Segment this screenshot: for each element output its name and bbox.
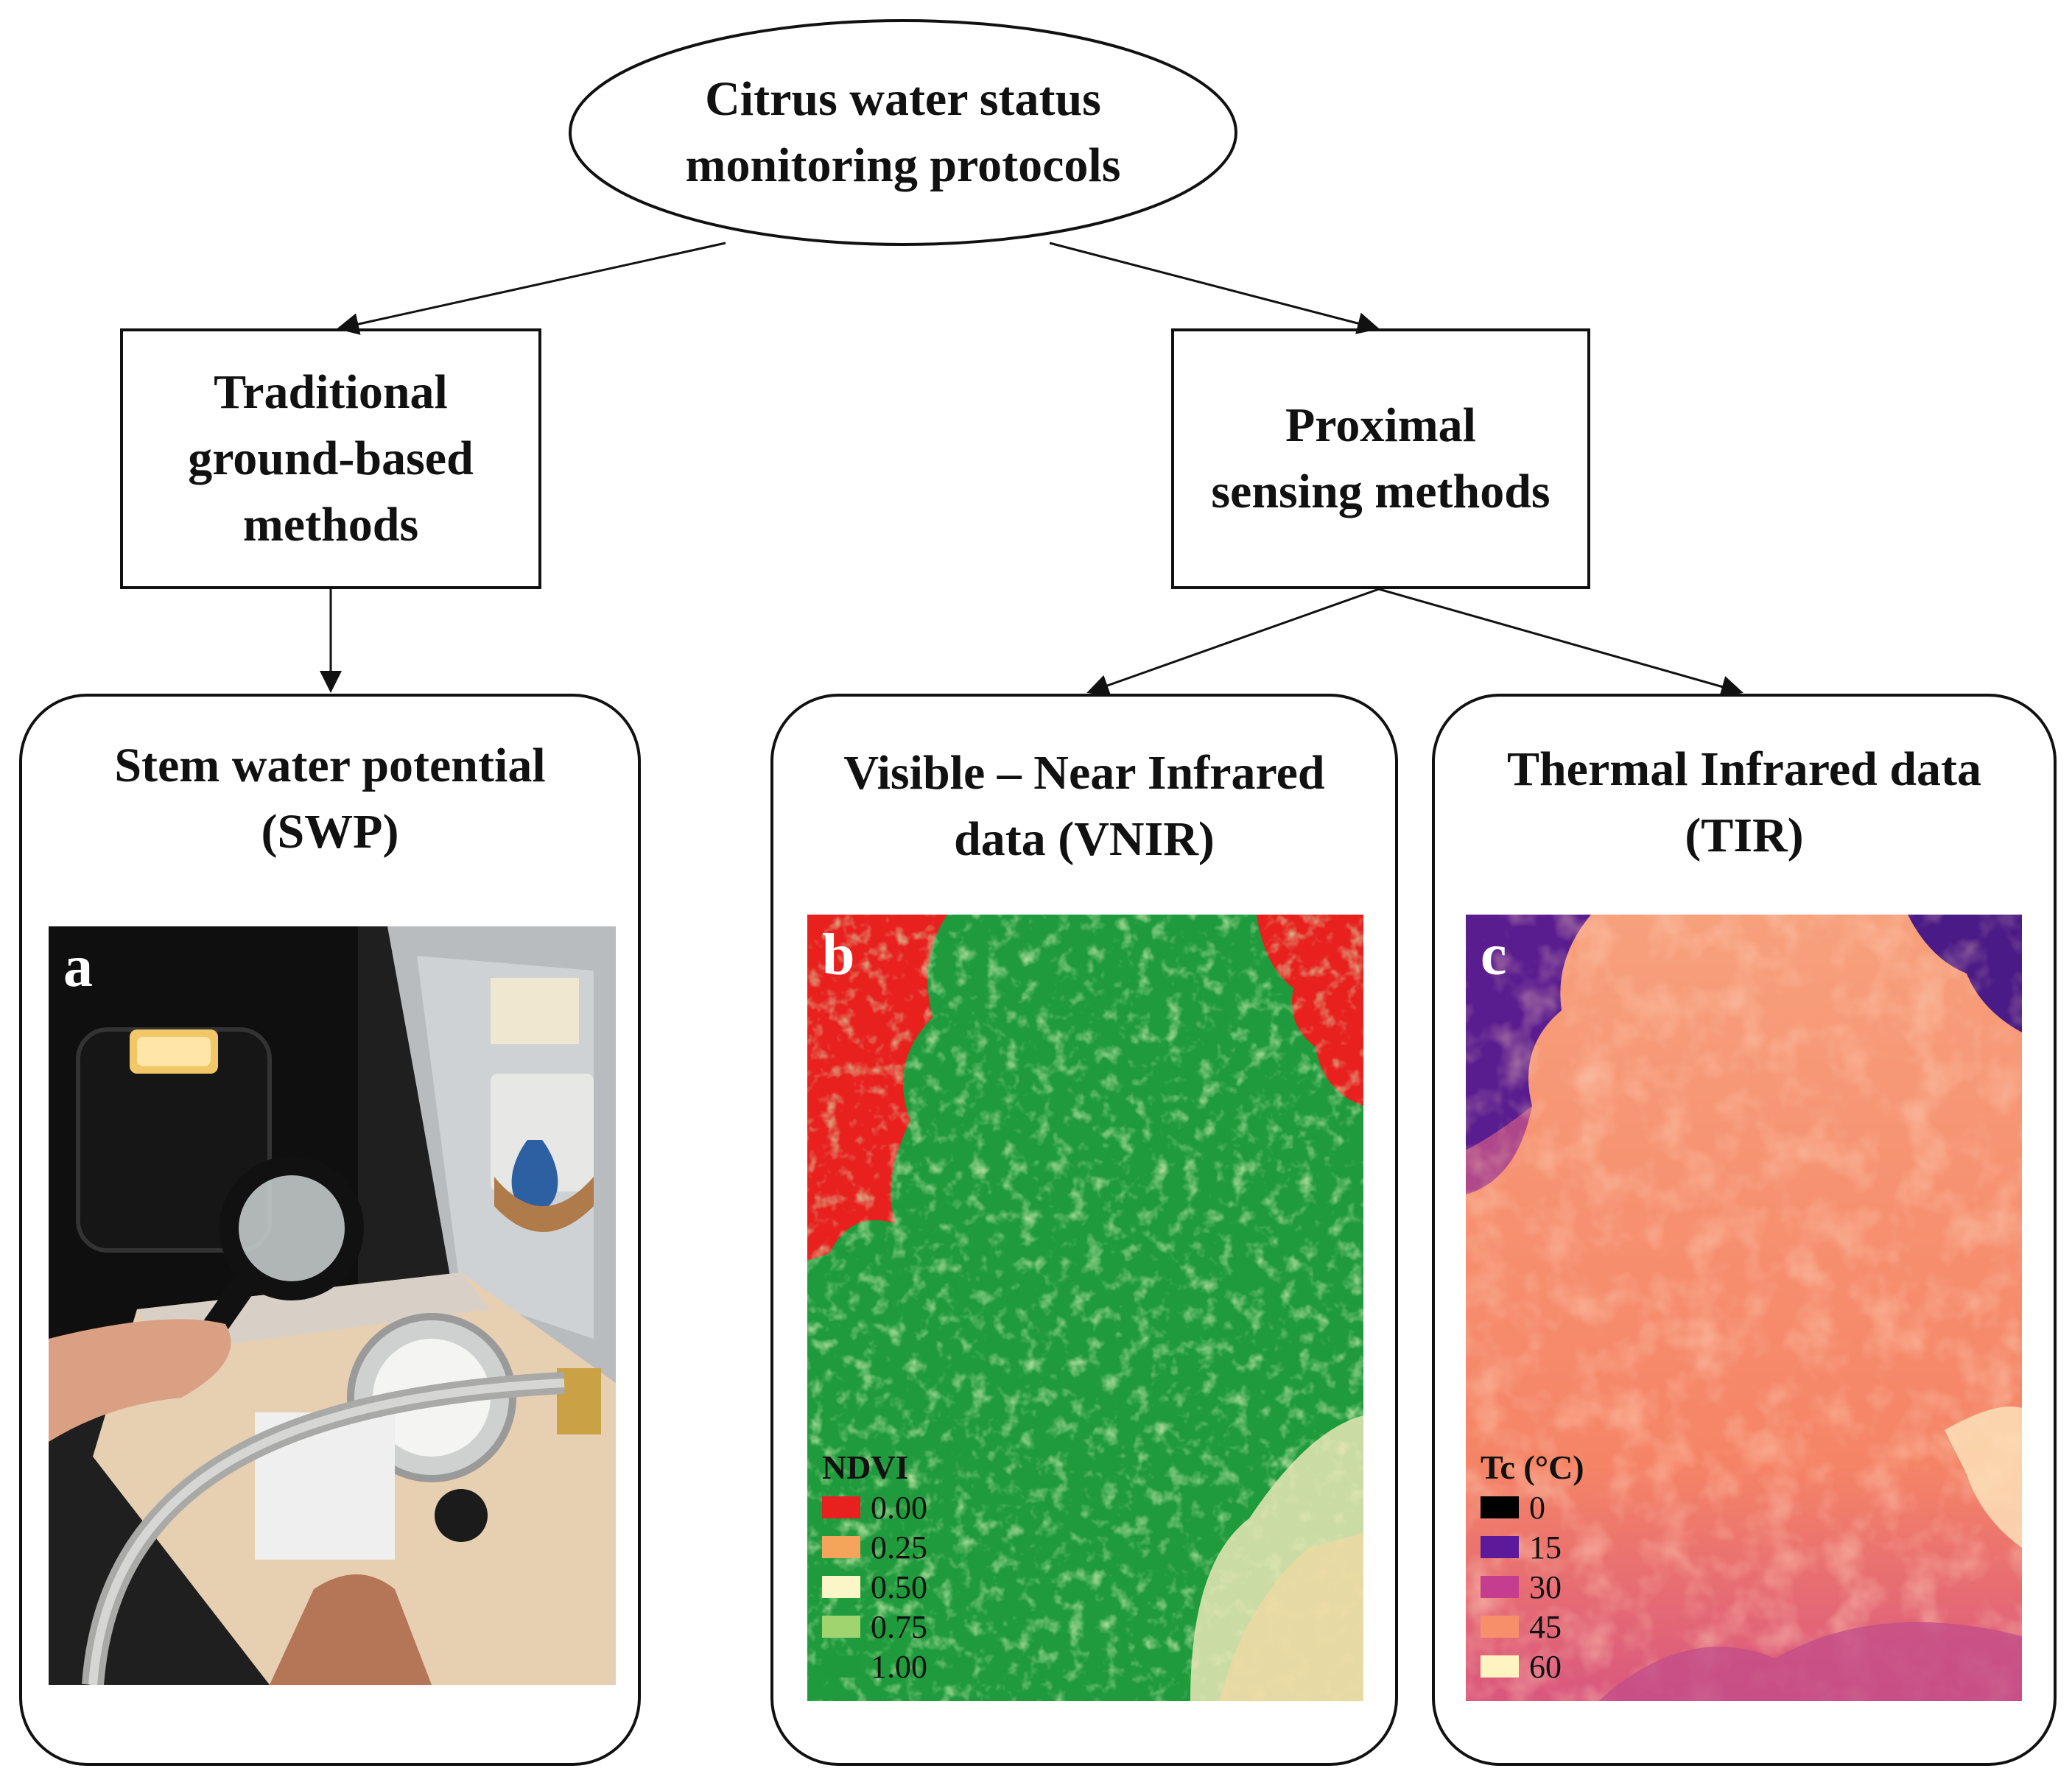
root-node-label: Citrus water status monitoring protocols bbox=[611, 44, 1195, 221]
thermal-legend-label: 30 bbox=[1529, 1569, 1562, 1605]
thermal-map-illustration bbox=[1466, 915, 2022, 1701]
ndvi-legend-item: 0.50 bbox=[822, 1567, 927, 1607]
thermal-legend-swatch bbox=[1481, 1496, 1519, 1518]
panel-letter-b: b bbox=[822, 923, 855, 987]
arrow-proximal-to-vnir bbox=[1086, 588, 1380, 697]
thermal-legend-label: 60 bbox=[1529, 1648, 1562, 1685]
vnir-card-title: Visible – Near Infrared data (VNIR) bbox=[781, 740, 1388, 873]
swp-title-line-1: Stem water potential bbox=[114, 739, 546, 792]
root-node-shape bbox=[569, 19, 1237, 246]
ndvi-legend-title: NDVI bbox=[822, 1448, 909, 1486]
swp-title-line-2: (SWP) bbox=[261, 805, 399, 859]
thermal-legend-label: 15 bbox=[1529, 1529, 1562, 1566]
ndvi-legend-label: 0.00 bbox=[871, 1489, 927, 1526]
ndvi-legend-label: 0.25 bbox=[871, 1529, 927, 1566]
ndvi-legend-swatch bbox=[822, 1576, 860, 1598]
traditional-methods-label: Traditional ground-based methods bbox=[125, 335, 536, 582]
thermal-legend-label: 45 bbox=[1529, 1608, 1562, 1645]
ndvi-legend-item: 0.00 bbox=[822, 1488, 927, 1527]
swp-photo-illustration bbox=[49, 926, 616, 1685]
ndvi-legend-item: 0.25 bbox=[822, 1527, 927, 1567]
ndvi-legend-swatch bbox=[822, 1496, 860, 1518]
thermal-legend-label: 0 bbox=[1529, 1489, 1545, 1526]
thermal-legend-item: 45 bbox=[1481, 1607, 1584, 1647]
traditional-label-line-2: ground-based bbox=[188, 432, 474, 485]
tir-title-line-2: (TIR) bbox=[1685, 809, 1804, 862]
ndvi-legend-label: 1.00 bbox=[871, 1648, 927, 1685]
traditional-methods-box bbox=[120, 328, 541, 589]
tir-card-title: Thermal Infrared data (TIR) bbox=[1442, 736, 2046, 869]
proximal-sensing-label: Proximal sensing methods bbox=[1176, 335, 1585, 582]
root-label-line-1: Citrus water status bbox=[705, 72, 1101, 126]
ndvi-legend-label: 0.50 bbox=[871, 1569, 927, 1605]
arrow-root-to-proximal bbox=[1049, 242, 1380, 334]
ndvi-legend-swatch bbox=[822, 1655, 860, 1677]
thermal-legend-swatch bbox=[1481, 1655, 1519, 1677]
proximal-label-line-1: Proximal bbox=[1285, 398, 1477, 452]
ndvi-legend-item: 0.75 bbox=[822, 1607, 927, 1647]
ndvi-legend-item: 1.00 bbox=[822, 1647, 927, 1686]
thermal-legend-item: 0 bbox=[1481, 1488, 1584, 1527]
thermal-legend-swatch bbox=[1481, 1616, 1519, 1638]
ndvi-legend-swatch bbox=[822, 1536, 860, 1558]
tir-title-line-1: Thermal Infrared data bbox=[1506, 742, 1982, 796]
swp-card-title: Stem water potential (SWP) bbox=[29, 733, 631, 865]
arrow-root-to-traditional bbox=[337, 242, 726, 335]
proximal-sensing-box bbox=[1171, 328, 1590, 589]
swp-photo-panel: a bbox=[49, 926, 616, 1685]
thermal-legend-item: 30 bbox=[1481, 1567, 1584, 1607]
traditional-label-line-1: Traditional bbox=[214, 365, 448, 419]
root-label-line-2: monitoring protocols bbox=[685, 138, 1121, 192]
arrow-proximal-to-tir bbox=[1378, 588, 1743, 698]
proximal-label-line-2: sensing methods bbox=[1211, 465, 1551, 518]
vnir-title-line-1: Visible – Near Infrared bbox=[843, 746, 1325, 800]
thermal-legend-title: Tc (°C) bbox=[1481, 1448, 1584, 1486]
thermal-legend-item: 15 bbox=[1481, 1527, 1584, 1567]
ndvi-legend-swatch bbox=[822, 1616, 860, 1638]
thermal-legend-swatch bbox=[1481, 1576, 1519, 1598]
ndvi-map-illustration bbox=[807, 915, 1363, 1701]
ndvi-legend-label: 0.75 bbox=[871, 1608, 927, 1645]
traditional-label-line-3: methods bbox=[242, 498, 419, 552]
thermal-legend-swatch bbox=[1481, 1536, 1519, 1558]
panel-letter-a: a bbox=[63, 934, 93, 999]
vnir-title-line-2: data (VNIR) bbox=[954, 812, 1215, 866]
panel-letter-c: c bbox=[1481, 923, 1507, 987]
thermal-legend-item: 60 bbox=[1481, 1647, 1584, 1686]
